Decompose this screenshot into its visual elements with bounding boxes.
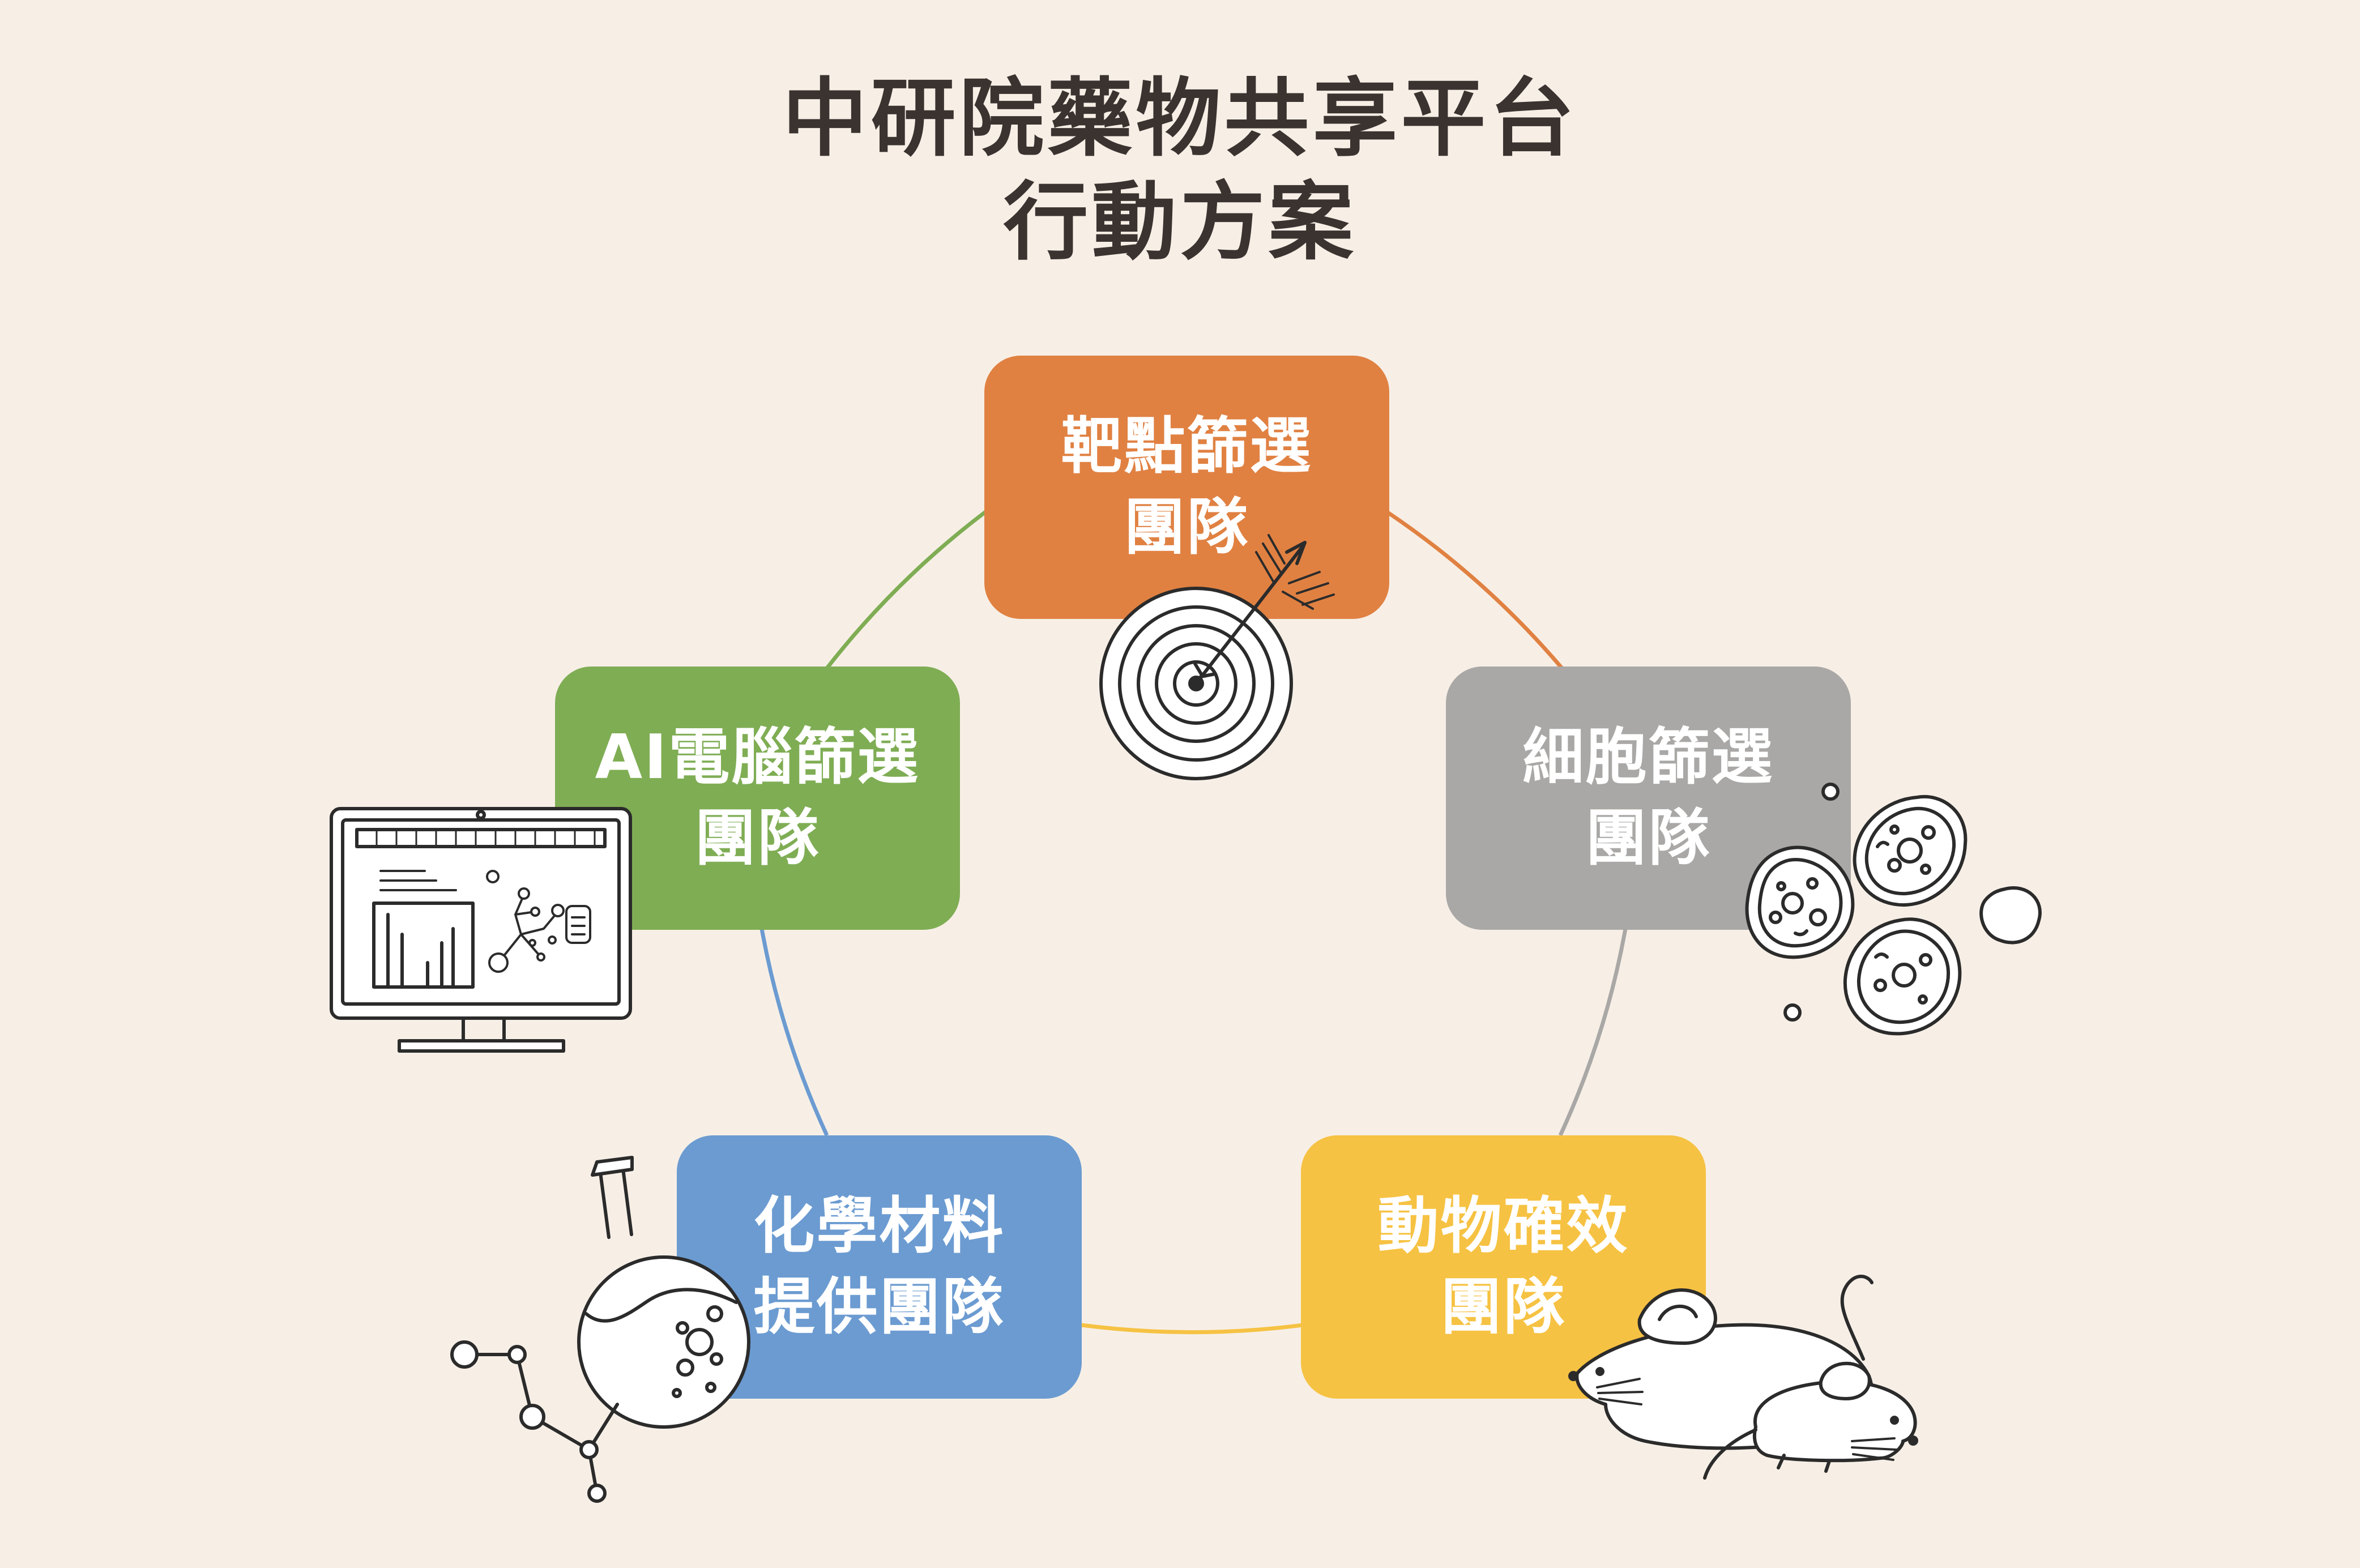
arc-target-cell: [1386, 510, 1564, 670]
team-label-line2: 團隊: [1440, 1271, 1567, 1343]
team-label-line2: 提供團隊: [753, 1271, 1005, 1343]
computer-monitor-icon: [330, 807, 632, 1053]
arc-animal-chem: [1081, 1323, 1303, 1335]
team-box-animal: 動物確效 團隊: [1301, 1135, 1706, 1399]
flask-molecule-icon: [450, 1156, 750, 1503]
team-label-line1: 靶點篩選: [1061, 411, 1313, 482]
team-label-line1: 化學材料: [753, 1190, 1005, 1262]
team-box-target: 靶點篩選 團隊: [984, 356, 1389, 619]
team-label-line2: 團隊: [1585, 802, 1712, 874]
arc-ai-target: [825, 510, 987, 670]
target-arrow-icon: [1099, 534, 1335, 780]
mice-icon: [1568, 1275, 1918, 1480]
arc-cell-animal: [1558, 928, 1628, 1137]
team-label-line2: 團隊: [1124, 492, 1250, 563]
page-title: 中研院藥物共享平台: [782, 70, 1578, 168]
cells-icon: [1745, 783, 2042, 1036]
team-label-line2: 團隊: [694, 802, 821, 874]
page-subtitle: 行動方案: [1003, 173, 1357, 272]
arc-chem-ai: [759, 928, 829, 1137]
team-label-line1: 細胞篩選: [1522, 721, 1774, 793]
team-label-line1: AI電腦篩選: [595, 721, 920, 793]
team-label-line1: 動物確效: [1377, 1190, 1629, 1262]
